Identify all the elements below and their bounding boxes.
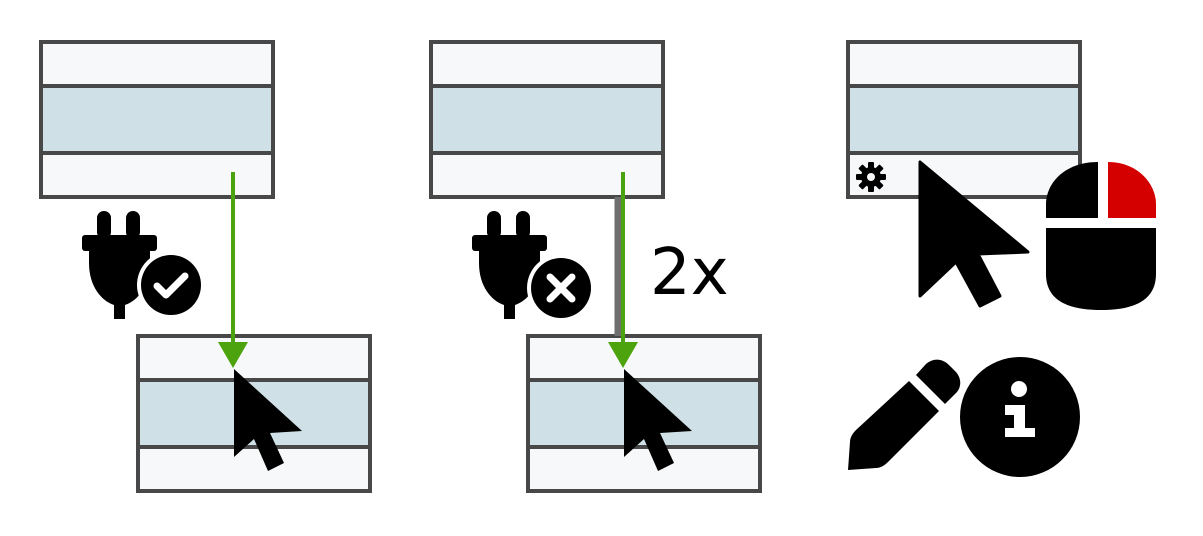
check-circle-icon bbox=[137, 251, 205, 319]
gear-icon bbox=[856, 162, 886, 192]
panel-connect-failed: 2x bbox=[429, 40, 762, 493]
mouse-right-click-icon bbox=[1046, 162, 1156, 310]
pointer-icon bbox=[918, 160, 1030, 308]
source-table bbox=[429, 40, 665, 199]
success-link-arrow bbox=[218, 172, 248, 368]
table-with-settings-row bbox=[846, 40, 1082, 199]
panel-context-actions bbox=[846, 40, 1156, 477]
pencil-icon bbox=[848, 359, 961, 470]
retry-multiplier-label: 2x bbox=[650, 236, 729, 310]
attempt-link-arrow bbox=[608, 172, 638, 368]
info-icon bbox=[960, 357, 1080, 477]
panel-connect-success bbox=[39, 40, 372, 493]
source-table bbox=[39, 40, 275, 199]
close-circle-icon bbox=[527, 254, 595, 322]
